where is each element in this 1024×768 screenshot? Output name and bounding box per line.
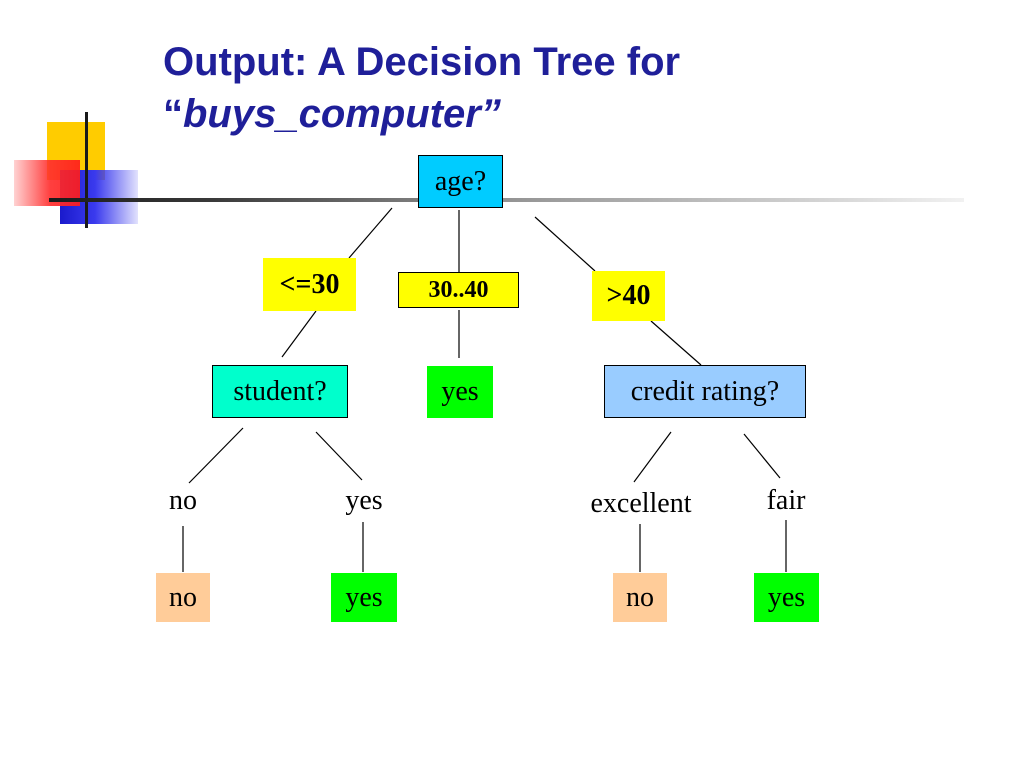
edge-student-to-no xyxy=(188,427,244,484)
leaf-yes-2: yes xyxy=(754,573,819,622)
credit-rating-node: credit rating? xyxy=(604,365,806,418)
slide-title-line-1: Output: A Decision Tree for xyxy=(163,40,681,84)
branch-gt40: >40 xyxy=(592,271,665,321)
ornament-vertical-line xyxy=(85,112,88,228)
edge-student-to-yes xyxy=(315,431,363,481)
edge-credit-to-fair xyxy=(743,433,781,479)
middle-leaf-yes-label: yes xyxy=(441,376,479,407)
edge-root-to-gt40 xyxy=(534,216,596,272)
edge-credit-to-excellent xyxy=(633,431,672,483)
edge-root-to-le30 xyxy=(348,207,393,259)
title-open-quote: “ xyxy=(163,92,183,136)
slide-title-line-2: “buys_computer” xyxy=(163,92,501,137)
title-underline-rule xyxy=(49,198,964,202)
middle-leaf-yes: yes xyxy=(427,366,493,418)
leaf-no-1: no xyxy=(156,573,210,622)
student-node-label: student? xyxy=(233,375,327,407)
student-branch-yes: yes xyxy=(345,485,383,516)
title-emphasis: buys_computer” xyxy=(183,92,501,136)
leaf-yes-2-label: yes xyxy=(767,581,806,613)
edge-le30-to-student xyxy=(281,310,317,358)
leaf-no-2: no xyxy=(613,573,667,622)
leaf-yes-1: yes xyxy=(331,573,397,622)
credit-branch-fair: fair xyxy=(766,485,806,516)
student-branch-no: no xyxy=(169,485,197,516)
leaf-no-2-label: no xyxy=(626,581,654,613)
root-node-age: age? xyxy=(418,155,503,208)
branch-30-40-label: 30..40 xyxy=(428,276,489,303)
root-node-label: age? xyxy=(434,165,487,197)
credit-branch-excellent: excellent xyxy=(590,488,692,519)
leaf-no-1-label: no xyxy=(169,581,197,613)
branch-le30: <=30 xyxy=(263,258,356,311)
branch-30-40: 30..40 xyxy=(398,272,519,308)
branch-gt40-label: >40 xyxy=(606,280,651,311)
edge-gt40-to-credit xyxy=(650,320,702,366)
leaf-yes-1-label: yes xyxy=(345,581,383,613)
branch-le30-label: <=30 xyxy=(279,268,340,300)
credit-rating-node-label: credit rating? xyxy=(630,375,780,407)
student-node: student? xyxy=(212,365,348,418)
